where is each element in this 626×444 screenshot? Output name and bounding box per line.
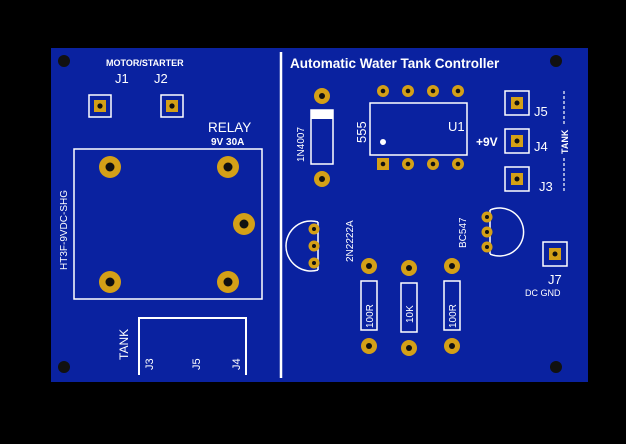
relay-pad-3 [233, 213, 255, 235]
tank-j5-label: J5 [191, 358, 203, 370]
board-title: Automatic Water Tank Controller [290, 56, 500, 71]
tank-side-label: TANK [560, 129, 570, 154]
j2-label: J2 [154, 71, 168, 86]
pcb-board [51, 48, 588, 382]
mounting-hole-bottom-right [550, 361, 562, 373]
resistor-r2-label: 10K [405, 305, 416, 323]
ic-u1-555 [369, 85, 468, 170]
j1-label: J1 [115, 71, 129, 86]
j4-connector-pad [504, 128, 530, 154]
mounting-hole-top-left [58, 55, 70, 67]
diode-1n4007 [310, 88, 334, 187]
j5-connector-pad [504, 90, 530, 116]
resistor-r1 [360, 258, 378, 354]
transistor-q1-label: 2N2222A [345, 220, 356, 262]
resistor-r2 [400, 260, 418, 356]
dc-gnd-label: DC GND [525, 288, 561, 298]
diode-label: 1N4007 [296, 127, 307, 162]
relay-pad-5 [217, 271, 239, 293]
mounting-hole-bottom-left [58, 361, 70, 373]
relay-title: RELAY [208, 120, 251, 135]
supply-label: +9V [476, 135, 498, 149]
j7-connector-pad [542, 241, 568, 267]
j2-pad [160, 94, 184, 118]
transistor-2n2222a [285, 220, 320, 272]
relay-part-number: HT3F-9VDC-SHG [59, 190, 70, 270]
tank-j3-label: J3 [144, 358, 156, 370]
j7-label: J7 [548, 272, 562, 287]
transistor-bc547 [481, 207, 525, 257]
tank-connector-outline [138, 317, 247, 375]
ic-type-label: 555 [354, 121, 369, 143]
j3-label: J3 [539, 179, 553, 194]
resistor-r3-label: 100R [448, 304, 459, 328]
relay-pad-2 [217, 156, 239, 178]
relay-rating: 9V 30A [211, 137, 244, 148]
tank-j4-label: J4 [231, 358, 243, 370]
relay-pad-4 [99, 271, 121, 293]
j5-label: J5 [534, 104, 548, 119]
transistor-q2-label: BC547 [458, 217, 469, 248]
relay-pad-1 [99, 156, 121, 178]
resistor-r3 [443, 258, 461, 354]
j1-pad [88, 94, 112, 118]
resistor-r1-label: 100R [365, 304, 376, 328]
j3-connector-pad [504, 166, 530, 192]
tank-label: TANK [117, 329, 131, 360]
motor-starter-heading: MOTOR/STARTER [106, 58, 184, 68]
ic-ref-label: U1 [448, 119, 465, 134]
relay-outline [73, 148, 263, 300]
mounting-hole-top-right [550, 55, 562, 67]
j4-label: J4 [534, 139, 548, 154]
